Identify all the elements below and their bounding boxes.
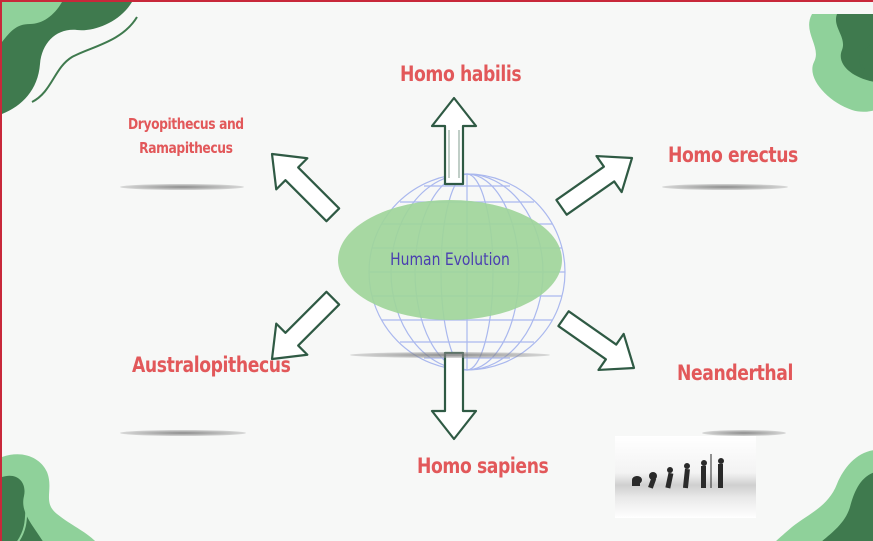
leaf-bottom-right <box>776 450 873 541</box>
label-dryopithecus-line1: Dryopithecus and <box>128 115 244 133</box>
leaf-top-right <box>809 14 873 112</box>
shadow-australopithecus <box>120 430 246 436</box>
label-homo-habilis: Homo habilis <box>400 62 522 86</box>
arrow-down-left <box>270 290 341 361</box>
label-homo-erectus: Homo erectus <box>668 143 798 167</box>
arrow-up-right <box>555 154 634 216</box>
label-dryopithecus-line2: Ramapithecus <box>139 139 233 157</box>
label-dryopithecus: Dryopithecus and Ramapithecus <box>128 112 244 160</box>
label-homo-sapiens: Homo sapiens <box>417 454 549 478</box>
evolution-silhouettes <box>632 454 724 489</box>
leaf-top-left <box>2 2 138 114</box>
center-title: Human Evolution <box>390 250 510 270</box>
leaf-bottom-left <box>2 454 95 541</box>
center-topic: Human Evolution <box>337 200 563 320</box>
shadow-homo-erectus <box>662 184 788 190</box>
evolution-silhouettes-photo <box>615 436 756 518</box>
shadow-center <box>350 352 550 358</box>
arrow-up-left <box>270 152 341 223</box>
arrow-up <box>430 96 478 186</box>
arrow-down-right <box>557 310 636 372</box>
label-australopithecus: Australopithecus <box>132 353 291 377</box>
shadow-neanderthal <box>702 430 786 436</box>
label-neanderthal: Neanderthal <box>677 361 793 385</box>
shadow-dryopithecus <box>120 184 244 190</box>
